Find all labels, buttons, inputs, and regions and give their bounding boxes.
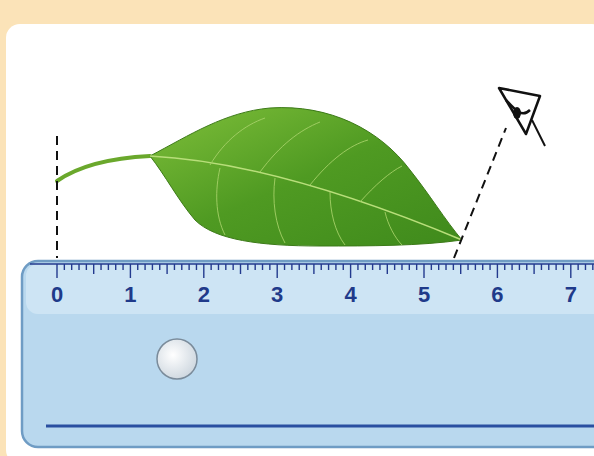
ruler-tick	[306, 264, 307, 270]
ruler-tick	[482, 264, 483, 270]
ruler-tick	[254, 264, 255, 270]
sight-line	[454, 128, 506, 258]
leaf	[57, 108, 462, 246]
ruler-number: 3	[271, 284, 283, 306]
ruler-tick	[203, 264, 204, 278]
ruler-hole	[157, 339, 197, 379]
ruler-tick	[585, 264, 586, 270]
ruler-tick	[467, 264, 468, 270]
ruler-tick	[108, 264, 109, 270]
ruler-tick	[592, 264, 593, 270]
ruler-tick	[445, 264, 446, 270]
eye-symbol	[499, 88, 545, 146]
ruler-tick	[497, 264, 498, 278]
ruler-tick	[218, 264, 219, 270]
ruler-tick	[100, 264, 101, 270]
ruler-number: 6	[491, 284, 503, 306]
ruler-tick	[519, 264, 520, 270]
ruler-tick	[86, 264, 87, 270]
ruler-tick	[262, 264, 263, 270]
ruler-tick	[343, 264, 344, 270]
ruler-tick	[460, 264, 461, 274]
ruler-tick	[548, 264, 549, 270]
ruler-tick	[577, 264, 578, 270]
ruler-tick	[541, 264, 542, 270]
ruler-tick	[291, 264, 292, 270]
ruler-tick	[115, 264, 116, 270]
ruler-tick	[225, 264, 226, 270]
ruler-tick	[247, 264, 248, 270]
ruler-tick	[504, 264, 505, 270]
ruler-tick	[401, 264, 402, 270]
ruler-tick	[335, 264, 336, 270]
ruler-tick	[387, 264, 388, 274]
ruler-tick	[130, 264, 131, 278]
ruler-tick	[240, 264, 241, 274]
ruler-number: 2	[198, 284, 210, 306]
guide-line	[56, 136, 58, 258]
ruler-tick	[174, 264, 175, 270]
ruler-tick	[438, 264, 439, 270]
ruler-tick	[166, 264, 167, 274]
ruler-tick	[409, 264, 410, 270]
ruler-tick	[122, 264, 123, 270]
ruler-tick	[475, 264, 476, 270]
ruler-tick	[269, 264, 270, 270]
ruler-tick	[570, 264, 571, 278]
ruler-tick	[64, 264, 65, 270]
ruler-tick	[144, 264, 145, 270]
ruler-tick	[328, 264, 329, 270]
ruler-tick	[284, 264, 285, 270]
ruler-tick	[423, 264, 424, 278]
ruler-tick	[56, 264, 57, 278]
ruler-tick	[526, 264, 527, 270]
ruler-tick	[394, 264, 395, 270]
ruler-tick	[321, 264, 322, 270]
ruler-tick	[93, 264, 94, 274]
ruler-tick	[372, 264, 373, 270]
ruler-tick	[277, 264, 278, 278]
ruler-edge	[30, 263, 594, 264]
ruler-tick	[431, 264, 432, 270]
ruler-tick	[453, 264, 454, 270]
ruler-tick	[71, 264, 72, 270]
ruler-tick	[210, 264, 211, 270]
ruler-tick	[232, 264, 233, 270]
ruler-tick	[181, 264, 182, 270]
ruler-tick	[196, 264, 197, 270]
ruler	[22, 261, 594, 447]
ruler-tick	[350, 264, 351, 278]
ruler-tick	[152, 264, 153, 270]
ruler-tick	[137, 264, 138, 270]
ruler-tick	[357, 264, 358, 270]
ruler-tick	[555, 264, 556, 270]
ruler-tick	[188, 264, 189, 270]
ruler-tick	[379, 264, 380, 270]
ruler-tick	[78, 264, 79, 270]
ruler-tick	[563, 264, 564, 270]
ruler-number: 7	[565, 284, 577, 306]
ruler-tick	[489, 264, 490, 270]
ruler-tick	[533, 264, 534, 274]
ruler-number: 1	[124, 284, 136, 306]
ruler-tick	[365, 264, 366, 270]
ruler-number: 5	[418, 284, 430, 306]
ruler-tick	[299, 264, 300, 270]
ruler-tick	[511, 264, 512, 270]
ruler-number: 0	[51, 284, 63, 306]
ruler-tick	[416, 264, 417, 270]
ruler-tick	[313, 264, 314, 274]
ruler-tick	[159, 264, 160, 270]
ruler-number: 4	[344, 284, 356, 306]
